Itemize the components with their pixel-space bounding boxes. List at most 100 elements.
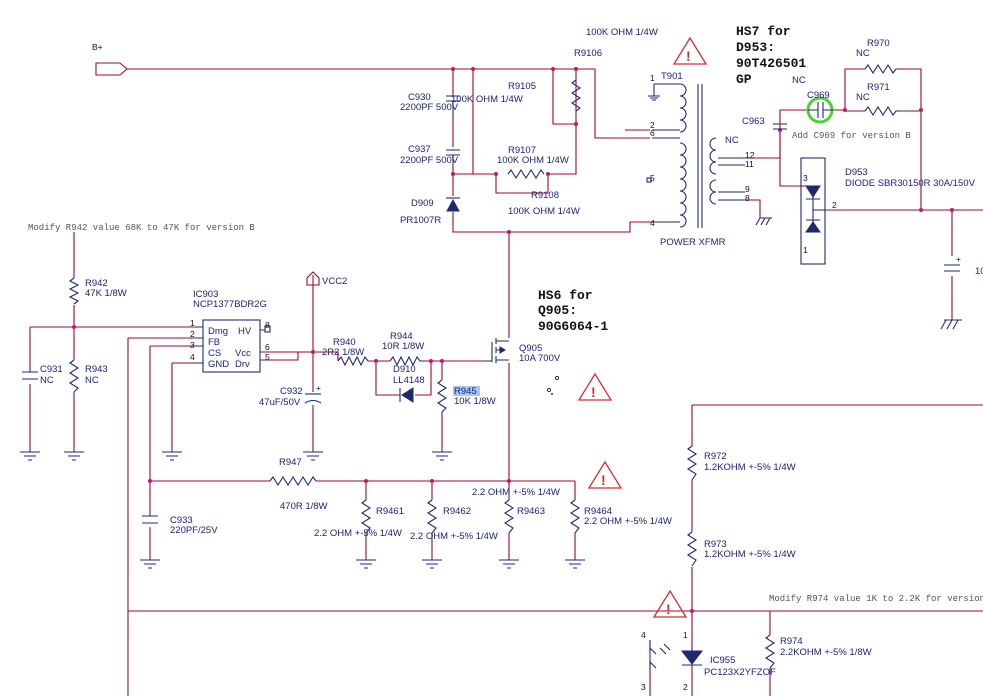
c930-capacitor[interactable]: C930 2200PF 500V [400, 92, 460, 117]
ic903-controller[interactable]: IC903 NCP1377BDR2G Dmg FB CS GND HV Vcc … [190, 289, 271, 373]
r942-note: Modify R942 value 68K to 47K for version… [28, 223, 255, 233]
t901-ref: T901 [661, 71, 683, 82]
r974-note: Modify R974 value 1K to 2.2K for version… [769, 594, 983, 604]
d910-diode[interactable]: D910 LL4148 [393, 364, 425, 403]
r9461-resistor[interactable]: R9461 2.2 OHM +-5% 1/4W [314, 499, 404, 539]
r942-resistor[interactable]: R942 47K 1/8W [68, 277, 127, 305]
r947-ref: R947 [279, 457, 302, 468]
c937-capacitor[interactable]: C937 2200PF 500V [400, 144, 460, 166]
hs6-annotation: HS6 for Q905: 90G6064-1 [538, 288, 608, 334]
c969-value: NC [792, 75, 806, 86]
r945-value: 10K 1/8W [454, 396, 496, 407]
r9463-value: 2.2 OHM +-5% 1/4W [472, 487, 560, 498]
ic903-pin-num: 8 [265, 320, 270, 330]
c932-capacitor[interactable]: + C932 47uF/50V [259, 383, 322, 408]
r971-ref: R971 [867, 82, 890, 93]
d953-pin-1: 1 [803, 245, 808, 255]
q905-ref: Q905 [519, 343, 542, 354]
ground-left [20, 451, 585, 569]
t901-pin-5: 5 [650, 173, 655, 183]
c933-ref: C933 [170, 515, 193, 526]
r974-resistor[interactable]: R974 2.2KOHM +-5% 1/8W [764, 634, 872, 669]
vcc2-port[interactable]: VCC2 [306, 271, 347, 287]
ic903-pin-num: 5 [265, 352, 270, 362]
ic903-pin-cs: CS [208, 348, 221, 359]
r9461-ref: R9461 [376, 506, 404, 517]
c969-capacitor[interactable]: C969 NC [792, 75, 834, 124]
t901-pin-4: 4 [650, 218, 655, 228]
r9106-ref: R9106 [574, 48, 602, 59]
t901-pin-8: 8 [745, 193, 750, 203]
d909-diode[interactable]: D909 PR1007R [400, 197, 460, 226]
r9462-value: 2.2 OHM +-5% 1/4W [410, 531, 498, 542]
ic903-pin-drv: Drv [235, 359, 250, 370]
d953-diode[interactable]: 3 2 1 D953 DIODE SBR30150R 30A/150V [800, 157, 976, 265]
t901-pin-12: 12 [745, 150, 755, 160]
c969-ref: C969 [807, 90, 830, 101]
svg-text:!: ! [686, 48, 691, 64]
r940-ref: R940 [333, 337, 356, 348]
r9463-resistor[interactable]: R9463 2.2 OHM +-5% 1/4W [472, 487, 560, 534]
warning-icon: ! [587, 460, 623, 489]
bplus-port[interactable]: B+ [92, 42, 128, 76]
r947-value: 470R 1/8W [280, 501, 328, 512]
ic903-pin-fb: FB [208, 337, 220, 348]
r940-resistor[interactable]: R940 2R2 1/8W [322, 337, 369, 367]
r973-resistor[interactable]: R973 1.2KOHM +-5% 1/4W [686, 531, 796, 567]
c932-value: 47uF/50V [259, 397, 301, 408]
ic955-optocoupler[interactable]: 4 1 3 2 IC955 PC123X2YFZOF [641, 630, 776, 692]
r9107-resistor[interactable]: R9107 100K OHM 1/4W [497, 145, 569, 180]
d910-ref: D910 [393, 364, 416, 375]
c931-capacitor[interactable]: C931 NC [22, 364, 63, 386]
r972-resistor[interactable]: R972 1.2KOHM +-5% 1/4W [686, 445, 796, 481]
stray-marks [546, 375, 560, 395]
r970-value: NC [856, 48, 870, 59]
t901-transformer[interactable]: 1 2 6 5 4 12 11 9 8 T901 NC POWER XFMR [646, 71, 755, 248]
r945-ref: R945 [454, 386, 477, 397]
r973-value: 1.2KOHM +-5% 1/4W [704, 549, 796, 560]
t901-pin-6: 6 [650, 128, 655, 138]
r944-resistor[interactable]: R944 10R 1/8W [382, 331, 424, 367]
r9105-value: 100K OHM 1/4W [451, 94, 523, 105]
r945-resistor[interactable]: R945 10K 1/8W [436, 379, 496, 413]
r9108-resistor[interactable]: R9108 100K OHM 1/4W [508, 190, 580, 217]
c933-capacitor[interactable]: C933 220PF/25V [142, 515, 218, 536]
r943-resistor[interactable]: R943 NC [68, 359, 108, 393]
r9464-ref: R9464 [584, 506, 612, 517]
c10-capacitor[interactable]: + 10 [944, 254, 983, 277]
r970-resistor[interactable]: R970 NC [856, 38, 900, 75]
r9464-value: 2.2 OHM +-5% 1/4W [584, 516, 672, 527]
r944-value: 10R 1/8W [382, 341, 424, 352]
r947-resistor[interactable]: R947 470R 1/8W [269, 457, 328, 512]
r9462-resistor[interactable]: R9462 2.2 OHM +-5% 1/4W [410, 499, 498, 542]
q905-mosfet[interactable]: Q905 10A 700V [485, 338, 561, 364]
q905-value: 10A 700V [519, 353, 561, 364]
c931-ref: C931 [40, 364, 63, 375]
hs7-line-2: D953: [736, 40, 775, 55]
r942-value: 47K 1/8W [85, 288, 127, 299]
c963-capacitor[interactable]: C963 [742, 116, 787, 130]
r9105-resistor[interactable]: R9105 100K OHM 1/4W [451, 79, 582, 112]
r943-value: NC [85, 375, 99, 386]
svg-text:+: + [316, 383, 321, 393]
r9464-resistor[interactable]: R9464 2.2 OHM +-5% 1/4W [569, 499, 672, 534]
t901-nc: NC [725, 135, 739, 146]
r9106-value: 100K OHM 1/4W [586, 27, 658, 38]
ic903-pin-num: 3 [190, 340, 195, 350]
r971-resistor[interactable]: R971 NC [856, 82, 900, 117]
ic903-pin-dmg: Dmg [208, 326, 228, 337]
r9106-resistor[interactable]: 100K OHM 1/4W R9106 [574, 27, 658, 59]
ic955-ref: IC955 [710, 655, 735, 666]
hs7-line-4: GP [736, 72, 752, 87]
d953-ref: D953 [845, 167, 868, 178]
ic903-pin-gnd: GND [208, 359, 229, 370]
t901-pin-9: 9 [745, 184, 750, 194]
hs6-line-2: Q905: [538, 303, 577, 318]
r9108-ref: R9108 [531, 190, 559, 201]
c937-ref: C937 [408, 144, 431, 155]
junctions [72, 67, 954, 613]
r970-ref: R970 [867, 38, 890, 49]
svg-text:!: ! [591, 384, 596, 400]
r9107-value: 100K OHM 1/4W [497, 155, 569, 166]
